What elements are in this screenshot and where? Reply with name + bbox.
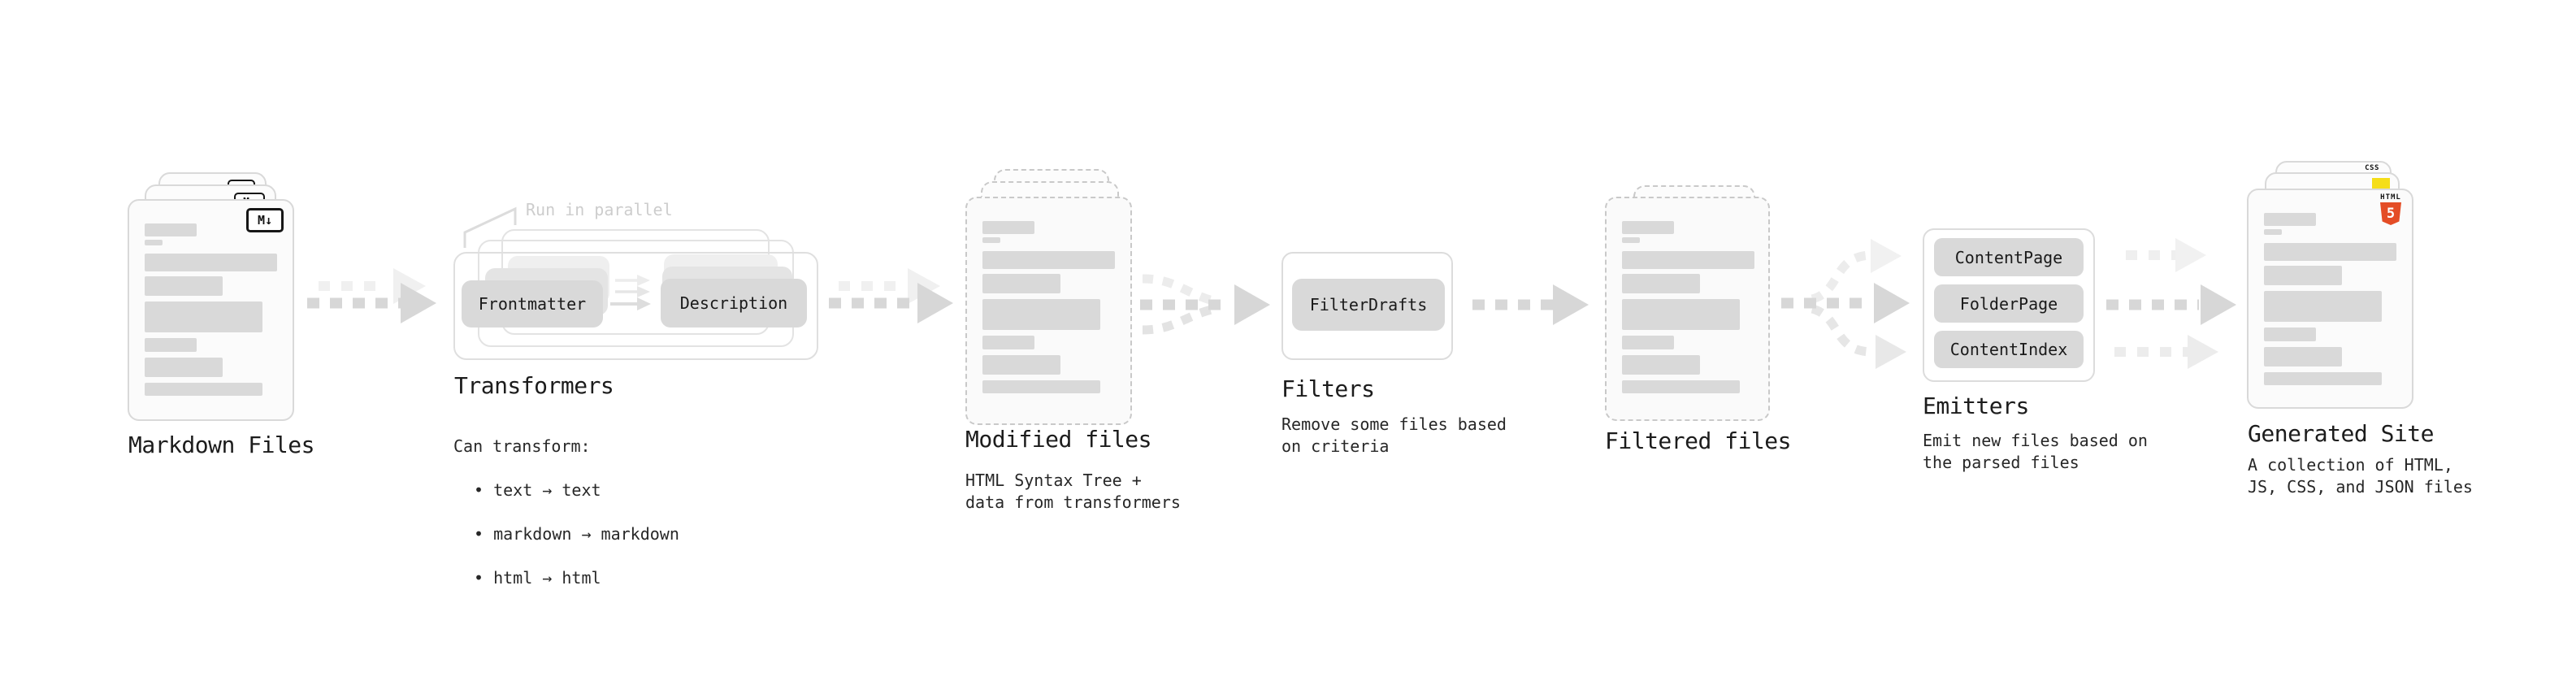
content-bar [145,254,277,271]
content-bar [145,383,262,396]
arrow-filtered-to-emitters-fanout [1781,239,1910,369]
content-bar [145,223,197,236]
file-content-bars [145,223,277,396]
arrow-markdown-to-transformers [307,268,436,323]
emitters-panel: ContentPage FolderPage ContentIndex [1923,228,2095,382]
content-bar [982,251,1115,269]
filtered-file-card-front [1605,197,1770,421]
filtered-files-label: Filtered files [1605,427,1792,454]
content-bar [1622,221,1674,234]
generated-site-description: A collection of HTML, JS, CSS, and JSON … [2248,455,2473,497]
run-in-parallel-annotation: Run in parallel [526,200,673,219]
html-file-card: HTML 5 [2247,189,2413,409]
content-bar [982,336,1034,349]
content-bar [2264,327,2316,341]
transform-bullet: • html → html [474,568,601,588]
file-content-bars [982,221,1115,393]
content-bar [2264,347,2342,367]
content-bar [2264,266,2342,285]
content-bar [2264,372,2382,385]
arrow-filters-to-filtered [1472,284,1589,325]
markdown-files-stack: M↓ M↓ M↓ [128,172,325,424]
generated-site-label: Generated Site [2248,420,2435,447]
content-bar [1622,251,1754,269]
arrow-modified-to-filters-merge [1140,274,1270,335]
content-bar [982,274,1060,293]
modified-files-stack [965,169,1136,429]
arrow-transformers-to-modified [829,268,953,323]
content-bar [2264,229,2282,235]
content-bar [145,301,262,332]
transform-bullet: • text → text [474,480,601,500]
markdown-icon: M↓ [246,208,284,232]
content-bar [1622,299,1740,330]
modified-file-card-front [965,197,1132,425]
filters-description: Remove some files based on criteria [1281,414,1507,456]
emitters-description: Emit new files based on the parsed files [1923,431,2148,472]
javascript-icon [2372,178,2390,189]
content-bar [982,355,1060,375]
content-bar [145,276,223,296]
content-bar [1622,355,1700,375]
modified-files-label: Modified files [965,426,1152,453]
emitters-label: Emitters [1923,393,2029,419]
filtered-files-stack [1605,185,1776,429]
transform-bullet: • markdown → markdown [474,524,679,544]
emitter-node-contentpage: ContentPage [1934,238,2084,276]
content-bar [982,380,1100,393]
content-bar [1622,237,1640,243]
content-bar [145,338,197,352]
file-content-bars [1622,221,1754,393]
transformers-description: Can transform: • text → text • markdown … [453,414,679,611]
content-bar [982,221,1034,234]
markdown-files-label: Markdown Files [128,432,315,458]
content-bar [2264,243,2396,261]
transformers-label: Transformers [454,372,614,399]
content-bar [982,299,1100,330]
filters-label: Filters [1281,375,1375,402]
generated-site-stack: CSS HTML 5 [2247,161,2418,413]
modified-files-description: HTML Syntax Tree + data from transformer… [965,471,1181,512]
transformer-node-frontmatter: Frontmatter [462,280,603,327]
content-bar [2264,291,2382,322]
emitter-node-folderpage: FolderPage [1934,284,2084,323]
content-bar [145,240,163,245]
transformers-frame-front [453,252,818,360]
content-bar [1622,274,1700,293]
content-bar [1622,380,1740,393]
html5-icon: HTML 5 [2379,194,2402,225]
arrows-emitters-to-generated [2106,238,2236,369]
filter-node-filterdrafts: FilterDrafts [1292,279,1445,331]
content-bar [2264,213,2316,226]
content-bar [1622,336,1674,349]
emitter-node-contentindex: ContentIndex [1934,331,2084,368]
content-bar [145,358,223,377]
markdown-file-card-front: M↓ [128,199,294,421]
transformer-node-description: Description [661,279,807,327]
file-content-bars [2264,213,2396,385]
content-bar [982,237,1000,243]
can-transform-heading: Can transform: [453,436,591,456]
